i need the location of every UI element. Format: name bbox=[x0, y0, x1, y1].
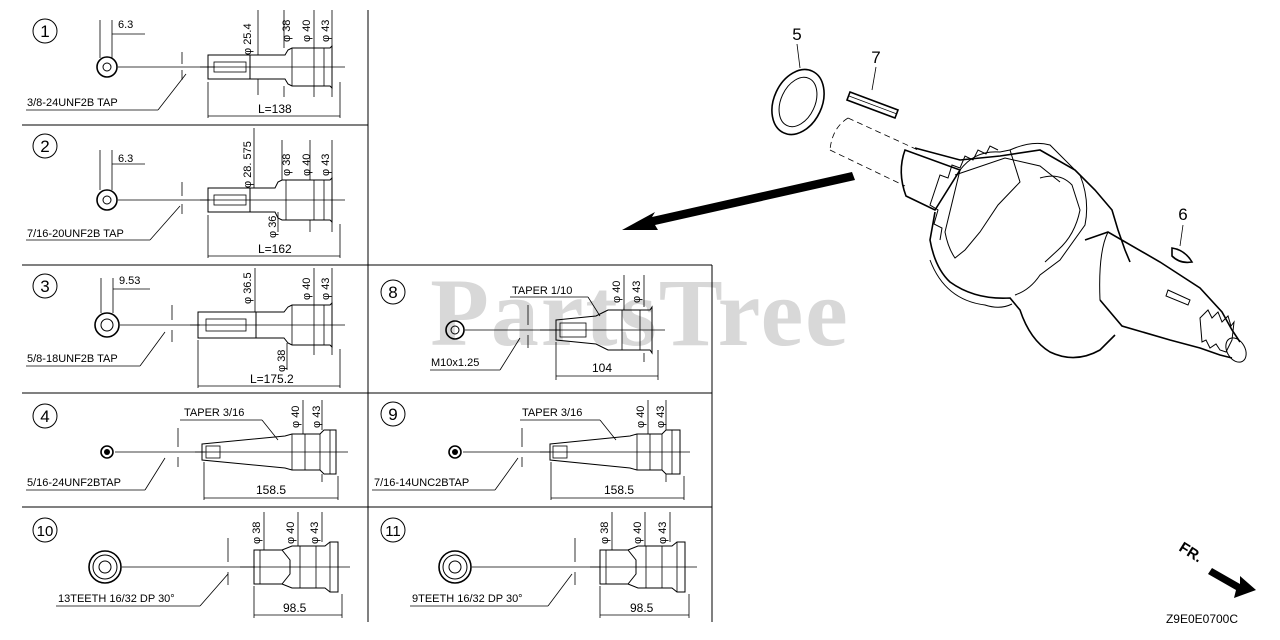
dim-d4: φ 43 bbox=[655, 406, 667, 428]
front-direction-indicator: FR. bbox=[1176, 539, 1256, 598]
dim-d4: φ 43 bbox=[320, 154, 332, 176]
tap-label: 3/8-24UNF2B TAP bbox=[27, 97, 118, 109]
tap-label: M10x1.25 bbox=[431, 357, 479, 369]
dim-d4: φ 43 bbox=[320, 278, 332, 300]
offset-label: 9.53 bbox=[119, 275, 140, 287]
assembly-direction-arrow bbox=[622, 172, 855, 230]
tap-label: 7/16-14UNC2BTAP bbox=[374, 477, 469, 489]
dim-d1: φ 28. 575 bbox=[242, 141, 254, 188]
taper-label: TAPER 3/16 bbox=[184, 407, 244, 419]
dim-d2: φ 38 bbox=[276, 350, 288, 372]
dim-d2: φ 38 bbox=[599, 522, 611, 544]
dim-d4: φ 43 bbox=[320, 20, 332, 42]
tap-label: 7/16-20UNF2B TAP bbox=[27, 228, 124, 240]
dim-d4: φ 43 bbox=[311, 406, 323, 428]
key-part-7 bbox=[845, 90, 900, 120]
callout-7: 7 bbox=[871, 48, 880, 67]
dim-d2: φ 38 bbox=[281, 154, 293, 176]
tap-label: 9TEETH 16/32 DP 30° bbox=[412, 593, 523, 605]
dim-d3: φ 40 bbox=[285, 522, 297, 544]
dim-d3: φ 40 bbox=[301, 278, 313, 300]
length-label: 98.5 bbox=[283, 601, 307, 615]
dim-d4: φ 43 bbox=[309, 522, 321, 544]
panel-number: 3 bbox=[40, 277, 49, 296]
panel-9: 9 7/16-14UNC2BTAP TAPER 3/16 φ 40 φ 43 1… bbox=[372, 400, 690, 500]
panel-11: 11 9TEETH 16/32 DP 30° φ 38 φ 40 φ 43 98… bbox=[380, 512, 697, 618]
dim-d5: φ 36 bbox=[267, 216, 279, 238]
panel-number: 2 bbox=[40, 137, 49, 156]
tap-label: 5/16-24UNF2BTAP bbox=[27, 477, 121, 489]
panel-number: 8 bbox=[388, 283, 397, 302]
dim-d2: φ 38 bbox=[281, 20, 293, 42]
panel-number: 9 bbox=[388, 405, 397, 424]
length-label: 158.5 bbox=[604, 483, 634, 497]
front-label: FR. bbox=[1176, 539, 1206, 566]
dim-d3: φ 40 bbox=[301, 20, 313, 42]
panel-number: 1 bbox=[40, 22, 49, 41]
taper-label: TAPER 3/16 bbox=[522, 407, 582, 419]
panel-grid bbox=[22, 10, 713, 622]
tap-label: 5/8-18UNF2B TAP bbox=[27, 353, 118, 365]
panel-number: 4 bbox=[40, 407, 49, 426]
dim-d3: φ 40 bbox=[632, 522, 644, 544]
panel-8: 8 M10x1.25 TAPER 1/10 φ 40 φ 43 104 bbox=[380, 275, 665, 380]
dim-d3: φ 40 bbox=[611, 281, 623, 303]
dim-d4: φ 43 bbox=[631, 281, 643, 303]
length-label: 98.5 bbox=[630, 601, 654, 615]
key-part-6 bbox=[1171, 247, 1194, 264]
dim-d1: φ 25.4 bbox=[242, 23, 254, 55]
offset-label: 6.3 bbox=[118, 153, 133, 165]
offset-label: 6.3 bbox=[118, 19, 133, 31]
tap-label: 13TEETH 16/32 DP 30° bbox=[58, 593, 175, 605]
length-label: L=162 bbox=[258, 242, 292, 256]
dim-d2: φ 38 bbox=[251, 522, 263, 544]
panel-number: 10 bbox=[37, 523, 54, 540]
dim-d3: φ 40 bbox=[290, 406, 302, 428]
dim-d3: φ 40 bbox=[301, 154, 313, 176]
dim-d1: φ 36.5 bbox=[242, 272, 254, 304]
watermark: PartsTree bbox=[430, 259, 850, 366]
crankshaft-illustration: 5 7 6 bbox=[622, 25, 1247, 363]
panel-3: 3 9.53 5/8-18UNF2B TAP φ 36.5 φ 40 φ 43 … bbox=[26, 268, 345, 388]
panel-number: 11 bbox=[385, 523, 401, 540]
length-label: L=138 bbox=[258, 102, 292, 116]
panel-2: 2 6.3 7/16-20UNF2B TAP φ 28. 575 φ 38 φ … bbox=[26, 128, 345, 258]
washer-part-5 bbox=[771, 68, 825, 136]
panel-number-circle bbox=[32, 18, 58, 44]
dim-d4: φ 43 bbox=[657, 522, 669, 544]
front-arrow-icon bbox=[1208, 568, 1256, 598]
panel-1: 1 6.3 3/8-24UNF2B TAP φ 25.4 φ 38 φ 40 φ… bbox=[26, 10, 345, 118]
length-label: 158.5 bbox=[256, 483, 286, 497]
callout-6: 6 bbox=[1178, 205, 1187, 224]
panel-4: 4 5/16-24UNF2BTAP TAPER 3/16 φ 40 φ 43 1… bbox=[26, 400, 348, 500]
drawing-code: Z9E0E0700C bbox=[1166, 612, 1238, 626]
length-label: L=175.2 bbox=[250, 372, 294, 386]
panel-10: 10 13TEETH 16/32 DP 30° φ 38 φ 40 φ 43 9… bbox=[32, 512, 350, 618]
callout-5: 5 bbox=[792, 25, 801, 44]
taper-label: TAPER 1/10 bbox=[512, 285, 572, 297]
length-label: 104 bbox=[592, 361, 612, 375]
dim-d3: φ 40 bbox=[635, 406, 647, 428]
